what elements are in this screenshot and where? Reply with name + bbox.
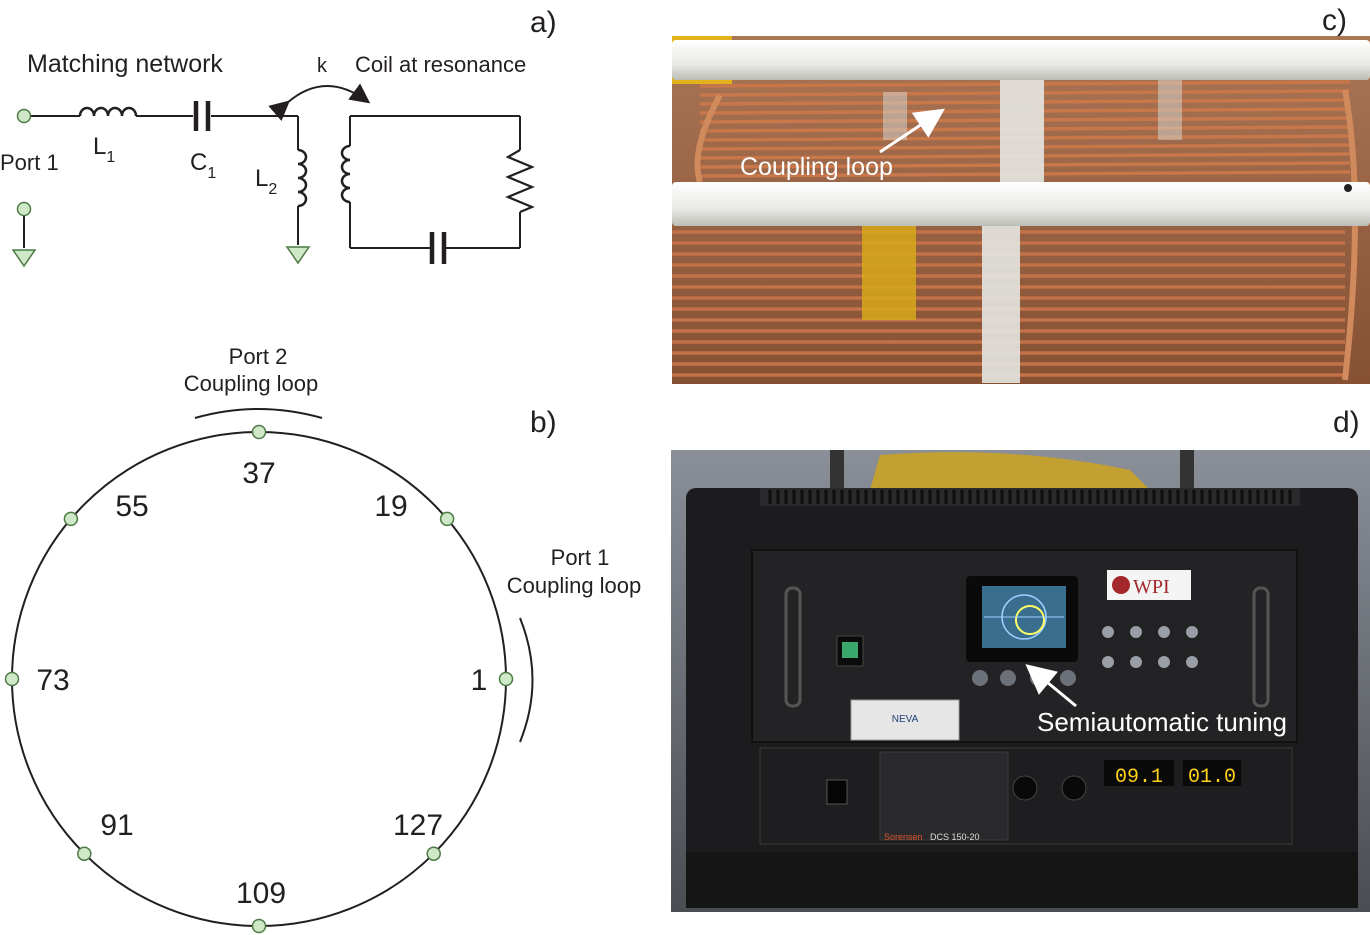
rung-node: [439, 511, 455, 527]
volts-display: 09.1: [1115, 766, 1163, 789]
port-1-loop-sublabel: Coupling loop: [507, 573, 642, 598]
panel-a-tag: a): [530, 6, 557, 39]
rung-label: 91: [100, 809, 133, 842]
model-label: DCS 150-20: [930, 832, 980, 842]
rung-node: [426, 846, 441, 861]
l1-label: L1: [93, 133, 115, 166]
capacitor-coil: [429, 232, 447, 264]
coupling-k-label: k: [317, 55, 328, 77]
port-2-arc: [194, 408, 323, 419]
panel-d-tag: d): [1333, 406, 1360, 439]
port-1-arc: [519, 617, 534, 743]
amps-display: 01.0: [1188, 766, 1236, 789]
rung-label: 127: [393, 809, 443, 842]
tuner-label: NEVA: [892, 714, 919, 725]
c1-label: C1: [190, 149, 216, 182]
matching-network-title: Matching network: [27, 50, 223, 78]
rung-node: [63, 511, 79, 527]
port-2-label: Port 2: [229, 344, 288, 369]
panel-c-photo: [672, 36, 1370, 384]
rung-node: [77, 846, 92, 861]
resistor-coil: [505, 149, 535, 214]
brand-label: Sorensen: [884, 832, 923, 842]
rung-node: [251, 424, 267, 440]
semiautomatic-tuning-annotation: Semiautomatic tuning: [1037, 707, 1287, 737]
rung-label: 109: [236, 877, 286, 910]
ground-port: [11, 249, 37, 268]
l2-label: L2: [255, 165, 277, 198]
panel-d-photo: WPI NEVA 09.1 01.0 Sorensen DCS 150-20: [671, 450, 1370, 912]
wpi-logo: WPI: [1133, 576, 1170, 598]
panel-b-tag: b): [530, 406, 557, 439]
panel-c-tag: c): [1322, 4, 1347, 37]
rung-node: [4, 671, 20, 687]
panel-b-ring: [4, 408, 534, 934]
coupling-loop-annotation: Coupling loop: [740, 153, 893, 181]
rung-label: 19: [374, 490, 407, 523]
port-1-label: Port 1: [0, 150, 59, 175]
port-1-loop-label: Port 1: [551, 545, 610, 570]
panel-a-circuit: [11, 83, 535, 268]
rung-label: 37: [242, 457, 275, 490]
rung-label: 1: [471, 664, 488, 697]
rung-node: [498, 671, 514, 687]
tuning-pointer: [1025, 664, 1077, 708]
inductor-l2: [297, 148, 308, 208]
coil-title: Coil at resonance: [355, 52, 526, 77]
capacitor-c1: [193, 101, 211, 131]
port-1-ground-node: [16, 201, 32, 217]
ground-l2: [285, 246, 311, 265]
inductor-coil: [340, 144, 351, 204]
rung-label: 55: [115, 490, 148, 523]
rung-node: [251, 918, 267, 934]
port-2-sublabel: Coupling loop: [184, 371, 319, 396]
port-1-node: [16, 108, 32, 124]
rung-label: 73: [36, 664, 69, 697]
inductor-l1: [78, 106, 138, 117]
coupling-arrow: [268, 83, 371, 122]
coupling-loop-pointer: [879, 108, 945, 154]
